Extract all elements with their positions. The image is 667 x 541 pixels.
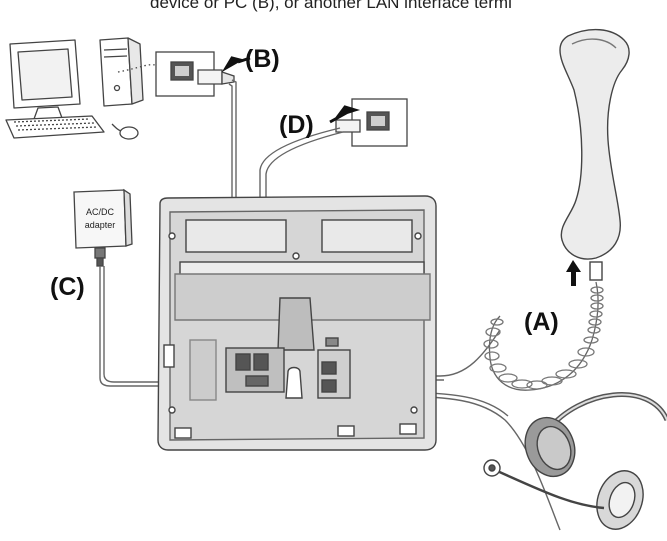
lan-jack-b [155,51,235,97]
arrow-a [566,260,581,286]
adapter-label-line1: AC/DC [85,207,114,217]
coiled-cord [483,281,604,391]
handset [559,29,630,281]
callout-d: (D) [279,111,314,139]
phone-base [157,195,437,451]
headset [483,392,667,530]
callout-a: (A) [524,308,559,336]
lan-jack-d [335,98,408,147]
ac-dc-adapter [73,188,133,267]
callout-b: (B) [245,45,280,73]
instruction-text: device or PC (B), or another LAN interfa… [150,0,512,12]
callout-c: (C) [50,273,85,301]
arrow-b [221,56,251,73]
arrow-d [329,105,361,124]
computer-illustration [5,37,159,140]
adapter-label-line2: adapter [84,220,116,230]
